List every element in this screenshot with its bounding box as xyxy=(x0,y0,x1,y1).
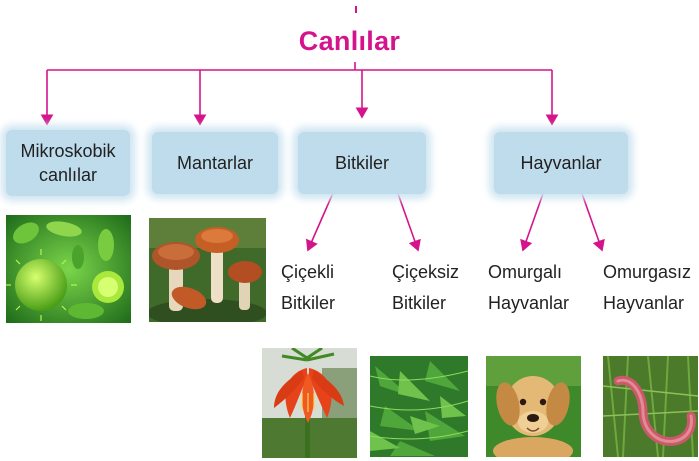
subcategory-label-line1: Çiçeksiz xyxy=(392,257,459,288)
category-label-line1: Mikroskobik xyxy=(20,139,115,163)
category-mikroskobik-canlilar: Mikroskobik canlılar xyxy=(6,130,130,196)
category-label: Bitkiler xyxy=(335,151,389,175)
subcategory-label-line2: Hayvanlar xyxy=(488,288,569,319)
invertebrate-animal-image xyxy=(603,356,698,457)
subcategory-label-line1: Çiçekli xyxy=(281,257,335,288)
arrow-to-ciceksiz xyxy=(396,188,418,250)
arrow-to-omurgasiz xyxy=(580,188,602,250)
category-label-line2: canlılar xyxy=(20,163,115,187)
microbes-image xyxy=(6,215,131,323)
vertebrate-animal-image xyxy=(486,356,581,457)
subcategory-label-line2: Bitkiler xyxy=(392,288,459,319)
subcategory-omurgasiz-hayvanlar: Omurgasız Hayvanlar xyxy=(603,257,691,319)
non-flowering-plant-image xyxy=(370,356,468,457)
subcategory-label-line1: Omurgasız xyxy=(603,257,691,288)
category-bitkiler: Bitkiler xyxy=(298,132,426,194)
subcategory-omurgali-hayvanlar: Omurgalı Hayvanlar xyxy=(488,257,569,319)
arrow-to-omurgali xyxy=(523,188,545,250)
subcategory-label-line1: Omurgalı xyxy=(488,257,569,288)
subcategory-label-line2: Bitkiler xyxy=(281,288,335,319)
subcategory-label-line2: Hayvanlar xyxy=(603,288,691,319)
category-mantarlar: Mantarlar xyxy=(152,132,278,194)
mushrooms-image xyxy=(149,218,266,322)
category-hayvanlar: Hayvanlar xyxy=(494,132,628,194)
category-label: Hayvanlar xyxy=(520,151,601,175)
flowering-plant-image xyxy=(262,348,357,458)
arrow-to-cicekli xyxy=(308,193,333,250)
subcategory-cicekli-bitkiler: Çiçekli Bitkiler xyxy=(281,257,335,319)
subcategory-ciceksiz-bitkiler: Çiçeksiz Bitkiler xyxy=(392,257,459,319)
category-label: Mantarlar xyxy=(177,151,253,175)
